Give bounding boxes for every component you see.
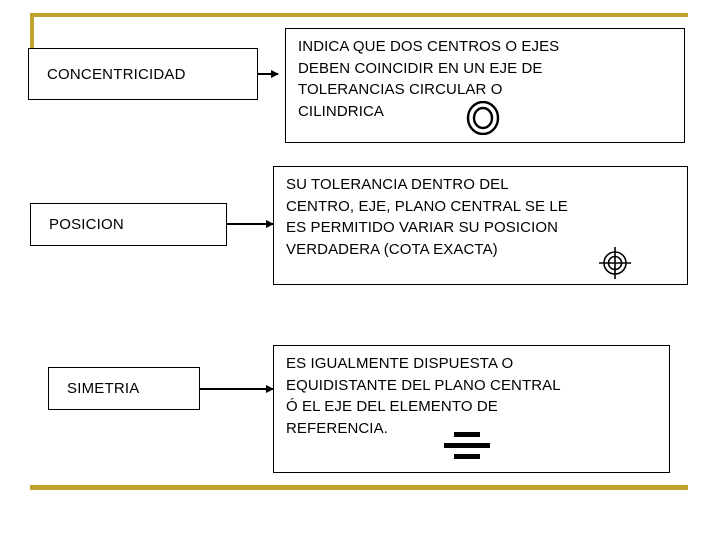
term-box-concentricidad[interactable]: CONCENTRICIDAD <box>28 48 258 100</box>
description-line: VERDADERA (COTA EXACTA) <box>286 240 498 258</box>
position-symbol <box>599 247 631 279</box>
description-line: EQUIDISTANTE DEL PLANO CENTRAL <box>286 376 561 394</box>
description-line: TOLERANCIAS CIRCULAR O <box>298 81 503 98</box>
connector-arrow-simetria <box>200 385 274 393</box>
description-line: REFERENCIA. <box>286 419 388 437</box>
term-box-simetria[interactable]: SIMETRIA <box>48 367 200 410</box>
term-label-simetria: SIMETRIA <box>67 380 140 397</box>
description-line: Ó EL EJE DEL ELEMENTO DE <box>286 398 498 415</box>
connector-arrow-concentricidad <box>258 70 279 78</box>
concentricity-symbol <box>466 101 500 135</box>
description-line: CILINDRICA <box>298 102 385 120</box>
symmetry-symbol <box>443 430 491 462</box>
description-line: DEBEN COINCIDIR EN UN EJE DE <box>298 59 543 77</box>
top-gold-rule <box>30 13 688 17</box>
term-label-posicion: POSICION <box>49 216 124 233</box>
description-line: INDICA QUE DOS CENTROS O EJES <box>298 38 560 55</box>
description-line: CENTRO, EJE, PLANO CENTRAL SE LE <box>286 197 568 215</box>
description-box-posicion[interactable]: SU TOLERANCIA DENTRO DEL CENTRO, EJE, PL… <box>273 166 688 285</box>
symmetry-bar-middle <box>444 443 490 448</box>
description-box-concentricidad[interactable]: INDICA QUE DOS CENTROS O EJES DEBEN COIN… <box>285 28 685 143</box>
description-line: ES PERMITIDO VARIAR SU POSICION <box>286 219 559 236</box>
connector-arrow-posicion <box>227 220 274 228</box>
left-gold-rule <box>30 13 34 67</box>
bottom-gold-rule <box>30 485 688 490</box>
description-line: ES IGUALMENTE DISPUESTA O <box>286 355 514 372</box>
term-label-concentricidad: CONCENTRICIDAD <box>47 65 186 83</box>
description-line: SU TOLERANCIA DENTRO DEL <box>286 176 509 193</box>
symmetry-bar-top <box>454 432 480 437</box>
term-box-posicion[interactable]: POSICION <box>30 203 227 246</box>
description-box-simetria[interactable]: ES IGUALMENTE DISPUESTA O EQUIDISTANTE D… <box>273 345 670 473</box>
symmetry-bar-bottom <box>454 454 480 459</box>
